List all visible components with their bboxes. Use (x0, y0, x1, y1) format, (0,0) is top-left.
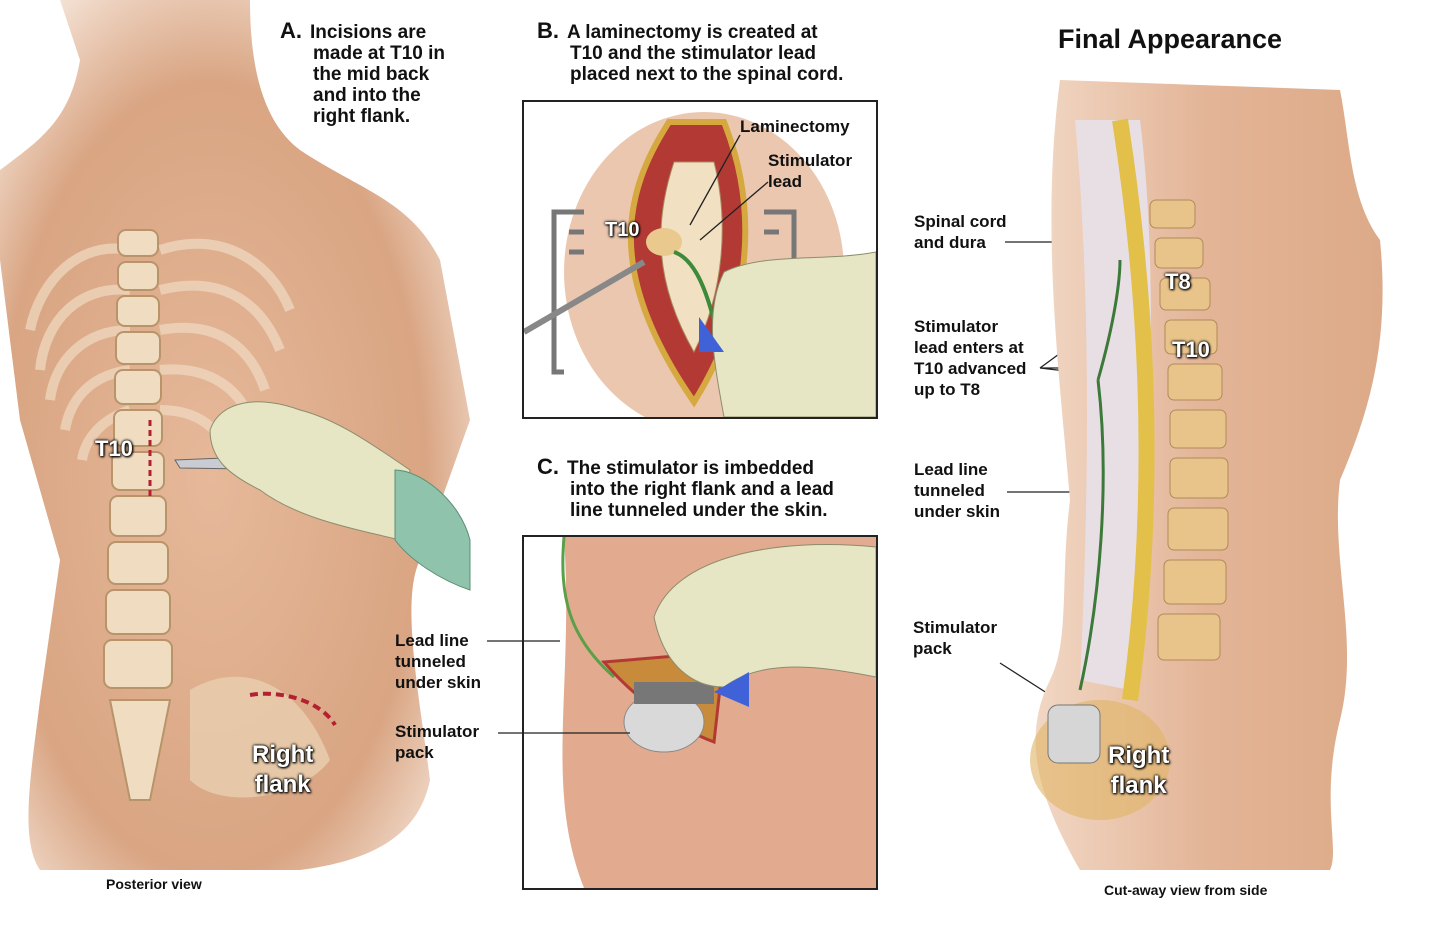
implant-inset (522, 535, 878, 890)
label-laminectomy: Laminectomy (740, 117, 850, 136)
panel-a-caption: A.Incisions are made at T10 in the mid b… (280, 18, 445, 128)
label-t10-inset: T10 (605, 219, 640, 241)
panel-c-caption: C.The stimulator is imbedded into the ri… (537, 454, 834, 522)
implant-drawing (524, 537, 876, 888)
blue-arrow-icon (699, 317, 724, 352)
side-anatomy-drawing (1030, 80, 1383, 870)
blue-arrow-icon (714, 672, 749, 707)
side-view-label: Cut-away view from side (1104, 882, 1268, 898)
laminectomy-drawing (524, 112, 876, 417)
back-anatomy-drawing (0, 0, 471, 870)
label-t10-side: T10 (1172, 337, 1210, 362)
posterior-view-label: Posterior view (106, 876, 202, 892)
final-title: Final Appearance (1058, 24, 1283, 54)
laminectomy-inset (522, 100, 878, 419)
side-view-illustration (1020, 80, 1390, 870)
posterior-view-illustration (0, 0, 480, 870)
label-t8: T8 (1165, 269, 1191, 294)
stimulator-pack-icon (1047, 704, 1101, 764)
label-t10-posterior: T10 (95, 436, 133, 461)
panel-b-caption: B.A laminectomy is created at T10 and th… (537, 18, 844, 86)
